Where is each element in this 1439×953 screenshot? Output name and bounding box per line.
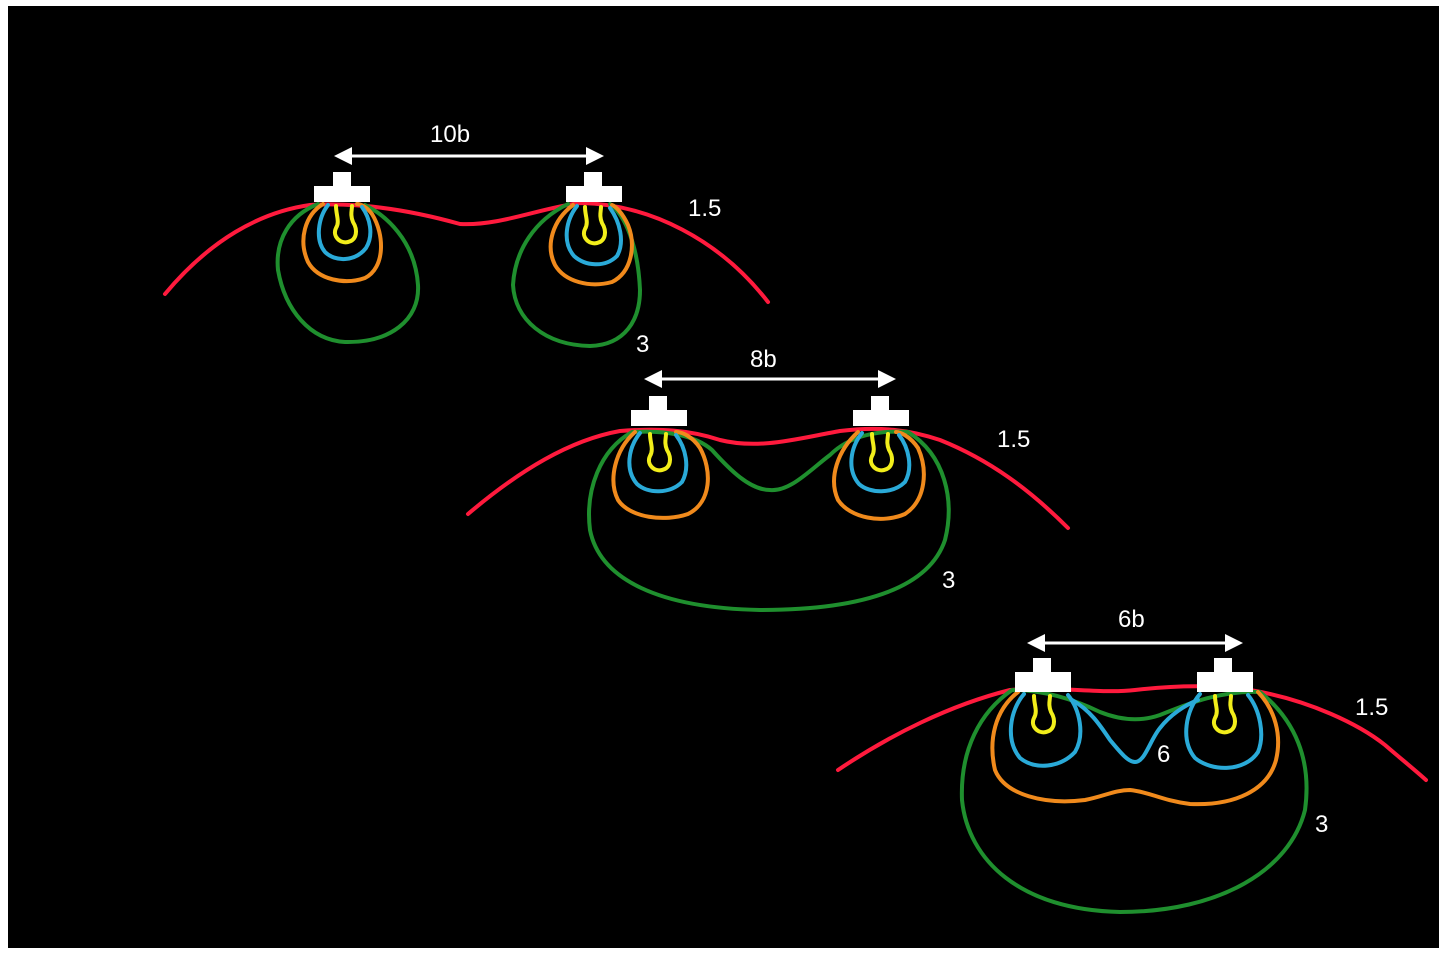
source-icon <box>566 172 622 202</box>
source-left <box>611 396 710 520</box>
source-left <box>275 172 421 345</box>
spacing-arrow <box>334 147 604 165</box>
outer-contour-label: 1.5 <box>997 426 1030 453</box>
contour-inner-yellow <box>869 432 894 473</box>
outer-contour-label: 1.5 <box>688 195 721 222</box>
source-right <box>511 172 642 348</box>
spacing-arrow <box>644 370 896 388</box>
inner-contour-label: 6 <box>1157 741 1170 768</box>
source-left <box>1008 658 1083 768</box>
panel-10b: 10b 1.5 3 <box>163 121 770 358</box>
background <box>8 6 1439 948</box>
contour-inner-blue-bridge <box>1070 698 1200 764</box>
panel-6b: 6b 1.5 6 3 <box>836 606 1428 914</box>
contour-3 <box>275 202 421 345</box>
mid-contour-label: 3 <box>942 567 955 594</box>
contour-6 <box>301 202 384 283</box>
mid-contour-label: 3 <box>636 331 649 358</box>
spacing-label: 10b <box>430 121 470 148</box>
source-right <box>832 396 926 521</box>
contour-6 <box>990 690 1281 807</box>
spacing-arrow <box>1027 634 1243 652</box>
contour-1-5 <box>836 684 1428 782</box>
contour-inner-yellow <box>582 205 607 246</box>
contour-1-5 <box>466 426 1070 530</box>
panel-8b: 8b 1.5 3 <box>466 346 1070 612</box>
source-icon <box>631 396 687 426</box>
contour-inner-blue <box>1008 692 1083 768</box>
contour-inner-blue <box>849 431 912 494</box>
contour-3 <box>511 202 642 348</box>
contour-inner-yellow <box>1212 694 1237 735</box>
contour-inner-blue <box>316 203 373 261</box>
mid-contour-label: 3 <box>1315 811 1328 838</box>
source-icon <box>853 396 909 426</box>
contour-inner-blue <box>1184 692 1264 770</box>
contour-inner-blue <box>564 204 623 267</box>
contour-6 <box>832 430 926 521</box>
contour-6 <box>611 430 710 520</box>
contour-3 <box>587 429 951 612</box>
source-right <box>1184 658 1264 770</box>
source-icon <box>1015 658 1071 692</box>
contour-inner-yellow <box>333 204 358 245</box>
spacing-label: 6b <box>1118 606 1145 633</box>
contour-1-5 <box>163 201 770 304</box>
contour-inner-yellow <box>647 432 672 473</box>
source-icon <box>1197 658 1253 692</box>
outer-contour-label: 1.5 <box>1355 694 1388 721</box>
contour-inner-yellow <box>1031 694 1056 735</box>
source-icon <box>314 172 370 202</box>
contour-3 <box>959 688 1309 914</box>
contour-inner-blue <box>627 431 689 494</box>
spacing-label: 8b <box>750 346 777 373</box>
contour-6 <box>548 203 634 287</box>
